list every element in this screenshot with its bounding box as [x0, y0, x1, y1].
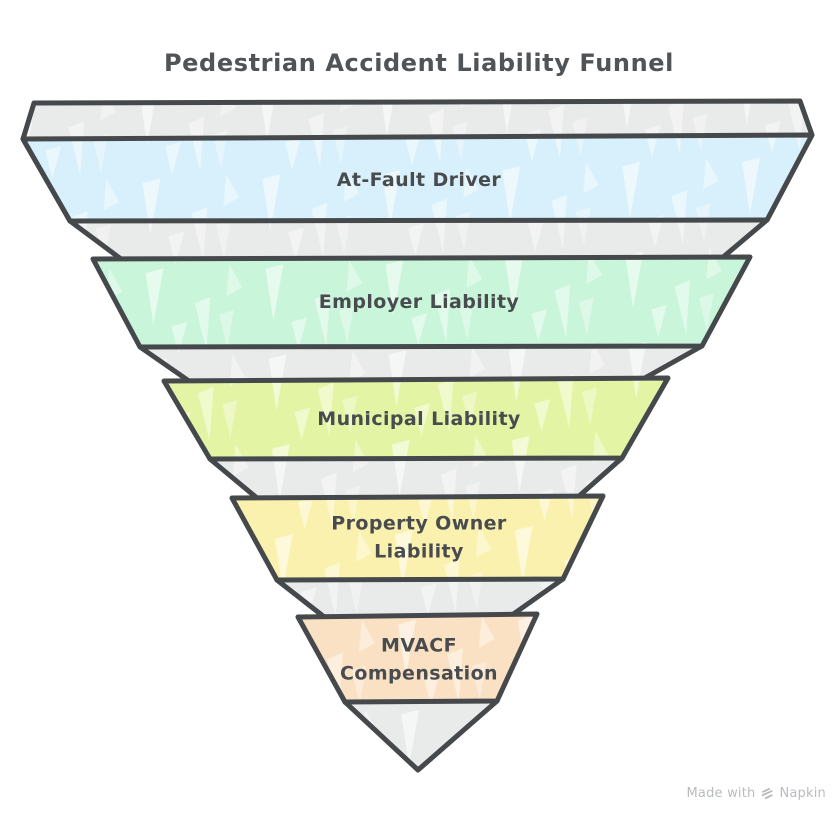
level-5-outline — [295, 611, 540, 705]
funnel-level-3-band — [161, 375, 671, 462]
napkin-logo-icon — [762, 788, 774, 800]
level-1-label: At-Fault Driver — [336, 169, 502, 192]
level-3-texture — [164, 378, 668, 459]
level-5-texture — [298, 614, 537, 702]
level-2-label: Employer Liability — [318, 291, 520, 314]
level-5-label: MVACF Compensation — [340, 634, 498, 684]
level-3-label: Municipal Liability — [317, 408, 521, 431]
level-4-texture — [232, 496, 603, 580]
funnel-level-5-band — [295, 611, 540, 705]
level-1-outline — [20, 132, 815, 224]
funnel-level-4-band — [229, 493, 606, 583]
watermark-brand-text: Napkin — [779, 786, 826, 801]
napkin-watermark[interactable]: Made with Napkin — [687, 786, 826, 801]
level-4-label: Property Owner Liability — [331, 512, 507, 562]
level-1-texture — [23, 135, 812, 221]
level-3-outline — [161, 375, 671, 462]
level-2-outline — [90, 254, 753, 350]
level-2-texture — [93, 257, 750, 347]
diagram-title: Pedestrian Accident Liability Funnel — [163, 49, 674, 77]
watermark-made-with-text: Made with — [686, 786, 756, 801]
level-4-outline — [229, 493, 606, 583]
funnel-level-2-band — [90, 254, 753, 350]
funnel-level-1-band — [20, 132, 815, 224]
